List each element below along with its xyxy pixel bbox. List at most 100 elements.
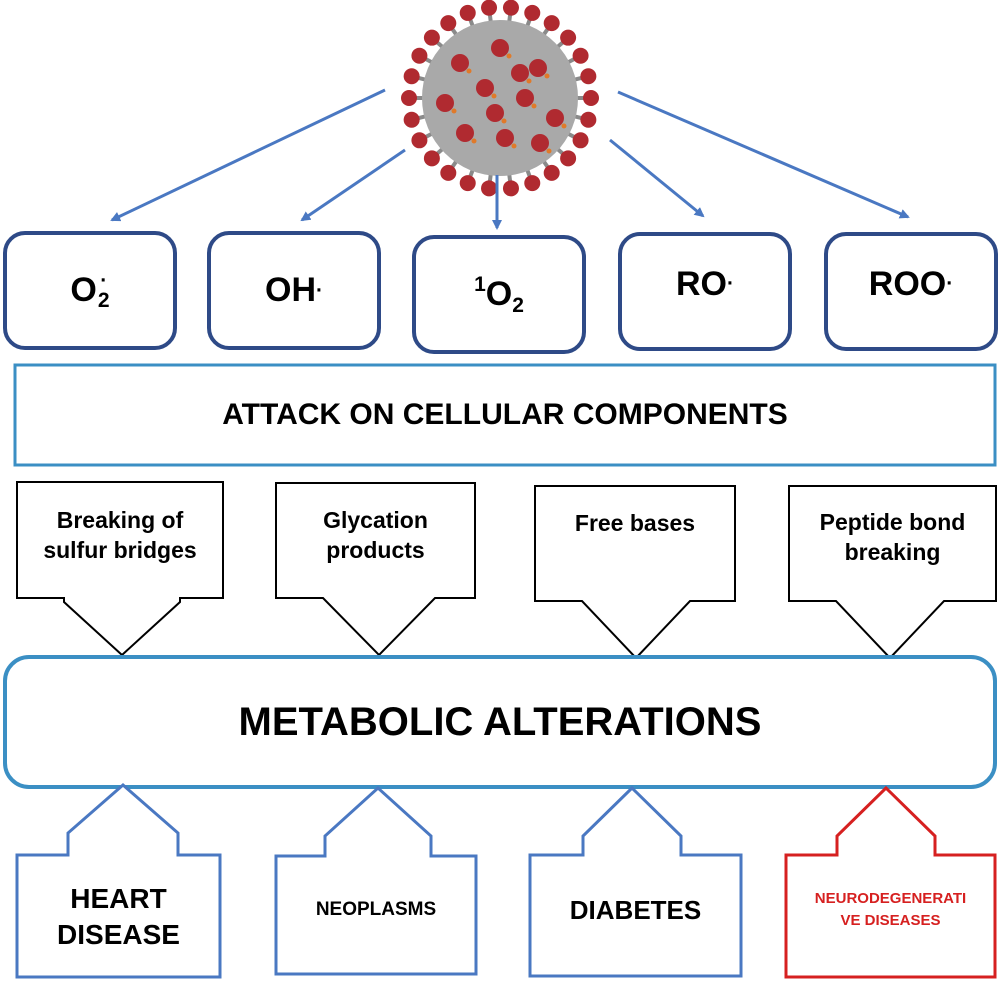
mechanism-callout-3: [534, 485, 736, 660]
virus-spike-head: [403, 111, 420, 128]
virus-surface-dot: [506, 53, 512, 59]
virus-surface-dot: [544, 73, 550, 79]
mechanism-line: Peptide bond: [819, 509, 966, 535]
ros-box-3: [412, 235, 586, 354]
virus-arrows: [110, 88, 910, 230]
virus-spike-head: [411, 132, 428, 149]
disease-callout-3: [528, 785, 743, 978]
mechanism-callout-1: [16, 481, 224, 657]
arrow-to-ros-5: [617, 90, 910, 219]
ros-label-4: RO·: [620, 234, 790, 334]
virus-spike-head: [580, 68, 597, 85]
virus-surface-spike: [496, 129, 514, 147]
arrow-to-ros-1: [110, 88, 386, 222]
virus-surface-spike: [486, 104, 504, 122]
virus-surface-dot: [466, 68, 472, 74]
virus-spike-head: [423, 29, 440, 46]
virus-surface-dot: [511, 143, 517, 149]
mechanism-line: Glycation: [323, 507, 428, 533]
disease-label-3: DIABETES: [530, 860, 741, 960]
virus-spike-head: [481, 0, 498, 16]
mechanism-line: Breaking of: [56, 507, 184, 533]
ros-box-5: [824, 232, 998, 351]
disease-line: HEART: [70, 883, 167, 914]
mechanism-callout-2: [275, 482, 476, 657]
virus-spike-head: [440, 15, 457, 32]
attack-label: ATTACK ON CELLULAR COMPONENTS: [222, 398, 788, 431]
virus-surface-spike: [476, 79, 494, 97]
virus-spike-head: [401, 90, 417, 106]
ros-prefix: 1: [474, 273, 486, 296]
ros-label-1: O·2: [5, 233, 175, 348]
virus-spike-head: [440, 164, 457, 181]
ros-base: O: [485, 275, 513, 313]
virus-surface-dot: [491, 93, 497, 99]
virus-spike-head: [524, 4, 541, 21]
mechanism-label-2: Glycation products: [276, 500, 475, 570]
virus-spike-head: [459, 4, 476, 21]
mechanism-line: products: [326, 537, 425, 563]
disease-line: NEURODEGENERATI: [814, 890, 967, 907]
virus-surface-spike: [451, 54, 469, 72]
mechanism-line: breaking: [844, 539, 941, 565]
ros-label-2: OH·: [209, 233, 379, 348]
ros-box-4: [618, 232, 792, 351]
virus-spike-head: [502, 0, 519, 16]
virus-surface-spike: [511, 64, 529, 82]
ros-subscript: 2: [512, 294, 524, 317]
disease-callout-1: [15, 783, 222, 979]
virus-surface-spike: [546, 109, 564, 127]
mechanism-line: Free bases: [574, 509, 696, 536]
metabolic-box: [3, 655, 997, 789]
virus-spike-head: [543, 15, 560, 32]
mechanism-label-3: Free bases: [535, 505, 735, 540]
virus-surface-spike: [436, 94, 454, 112]
disease-label-4: NEURODEGENERATI VE DISEASES: [786, 880, 995, 940]
disease-line: NEOPLASMS: [315, 899, 437, 920]
disease-line: DIABETES: [569, 894, 702, 925]
virus-spike-head: [423, 150, 440, 167]
virus-spike-head: [583, 90, 599, 106]
mechanism-label-4: Peptide bond breaking: [789, 502, 996, 572]
virus-surface-dot: [526, 78, 532, 84]
virus-spike-head: [459, 175, 476, 192]
ros-base: RO: [676, 264, 727, 303]
ros-boxes: [3, 231, 998, 354]
virus-surface-spike: [529, 59, 547, 77]
virus-spike-head: [572, 47, 589, 64]
disease-label-1: HEART DISEASE: [17, 862, 220, 972]
ros-base: O: [70, 271, 97, 309]
ros-box-1: [3, 231, 177, 350]
disease-callout-4: [784, 785, 997, 979]
attack-box: [13, 363, 997, 467]
virus-spike-head: [481, 180, 498, 197]
ros-box-2: [207, 231, 381, 350]
arrow-to-ros-2: [300, 148, 406, 222]
virus-spike-head: [403, 68, 420, 85]
virus-surface-dot: [531, 103, 537, 109]
virus-surface-spike: [491, 39, 509, 57]
virus-spike-head: [560, 150, 577, 167]
virus-spike-head: [524, 175, 541, 192]
virus-surface-spike: [531, 134, 549, 152]
virus-surface-spike: [456, 124, 474, 142]
virus-spike-head: [411, 47, 428, 64]
ros-label-5: ROO·: [826, 234, 996, 334]
disease-line: DISEASE: [57, 919, 180, 950]
virus-surface-dot: [451, 108, 457, 114]
ros-superscript: ·: [100, 268, 108, 292]
virus-surface-dot: [501, 118, 507, 124]
virus-surface-spike: [516, 89, 534, 107]
disease-callout-2: [274, 785, 478, 976]
virus-surface-dot: [546, 148, 552, 154]
virus-spike-head: [502, 180, 519, 197]
coronavirus-icon: [401, 0, 599, 197]
virus-spike-head: [543, 164, 560, 181]
virus-spike-head: [572, 132, 589, 149]
ros-base: OH: [265, 271, 316, 309]
ros-superscript: ·: [727, 272, 734, 295]
arrow-to-ros-4: [609, 138, 705, 218]
mechanism-callout-4: [788, 485, 997, 660]
